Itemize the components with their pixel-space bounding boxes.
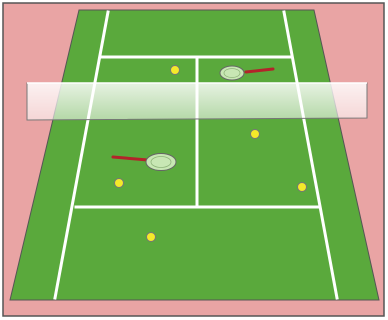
tennis-ball-icon[interactable] bbox=[298, 183, 307, 192]
tennis-ball-icon[interactable] bbox=[115, 179, 124, 188]
tennis-ball-icon[interactable] bbox=[147, 233, 156, 242]
tennis-ball-icon[interactable] bbox=[171, 66, 180, 75]
tennis-ball-icon[interactable] bbox=[251, 130, 260, 139]
tennis-net bbox=[27, 83, 367, 120]
